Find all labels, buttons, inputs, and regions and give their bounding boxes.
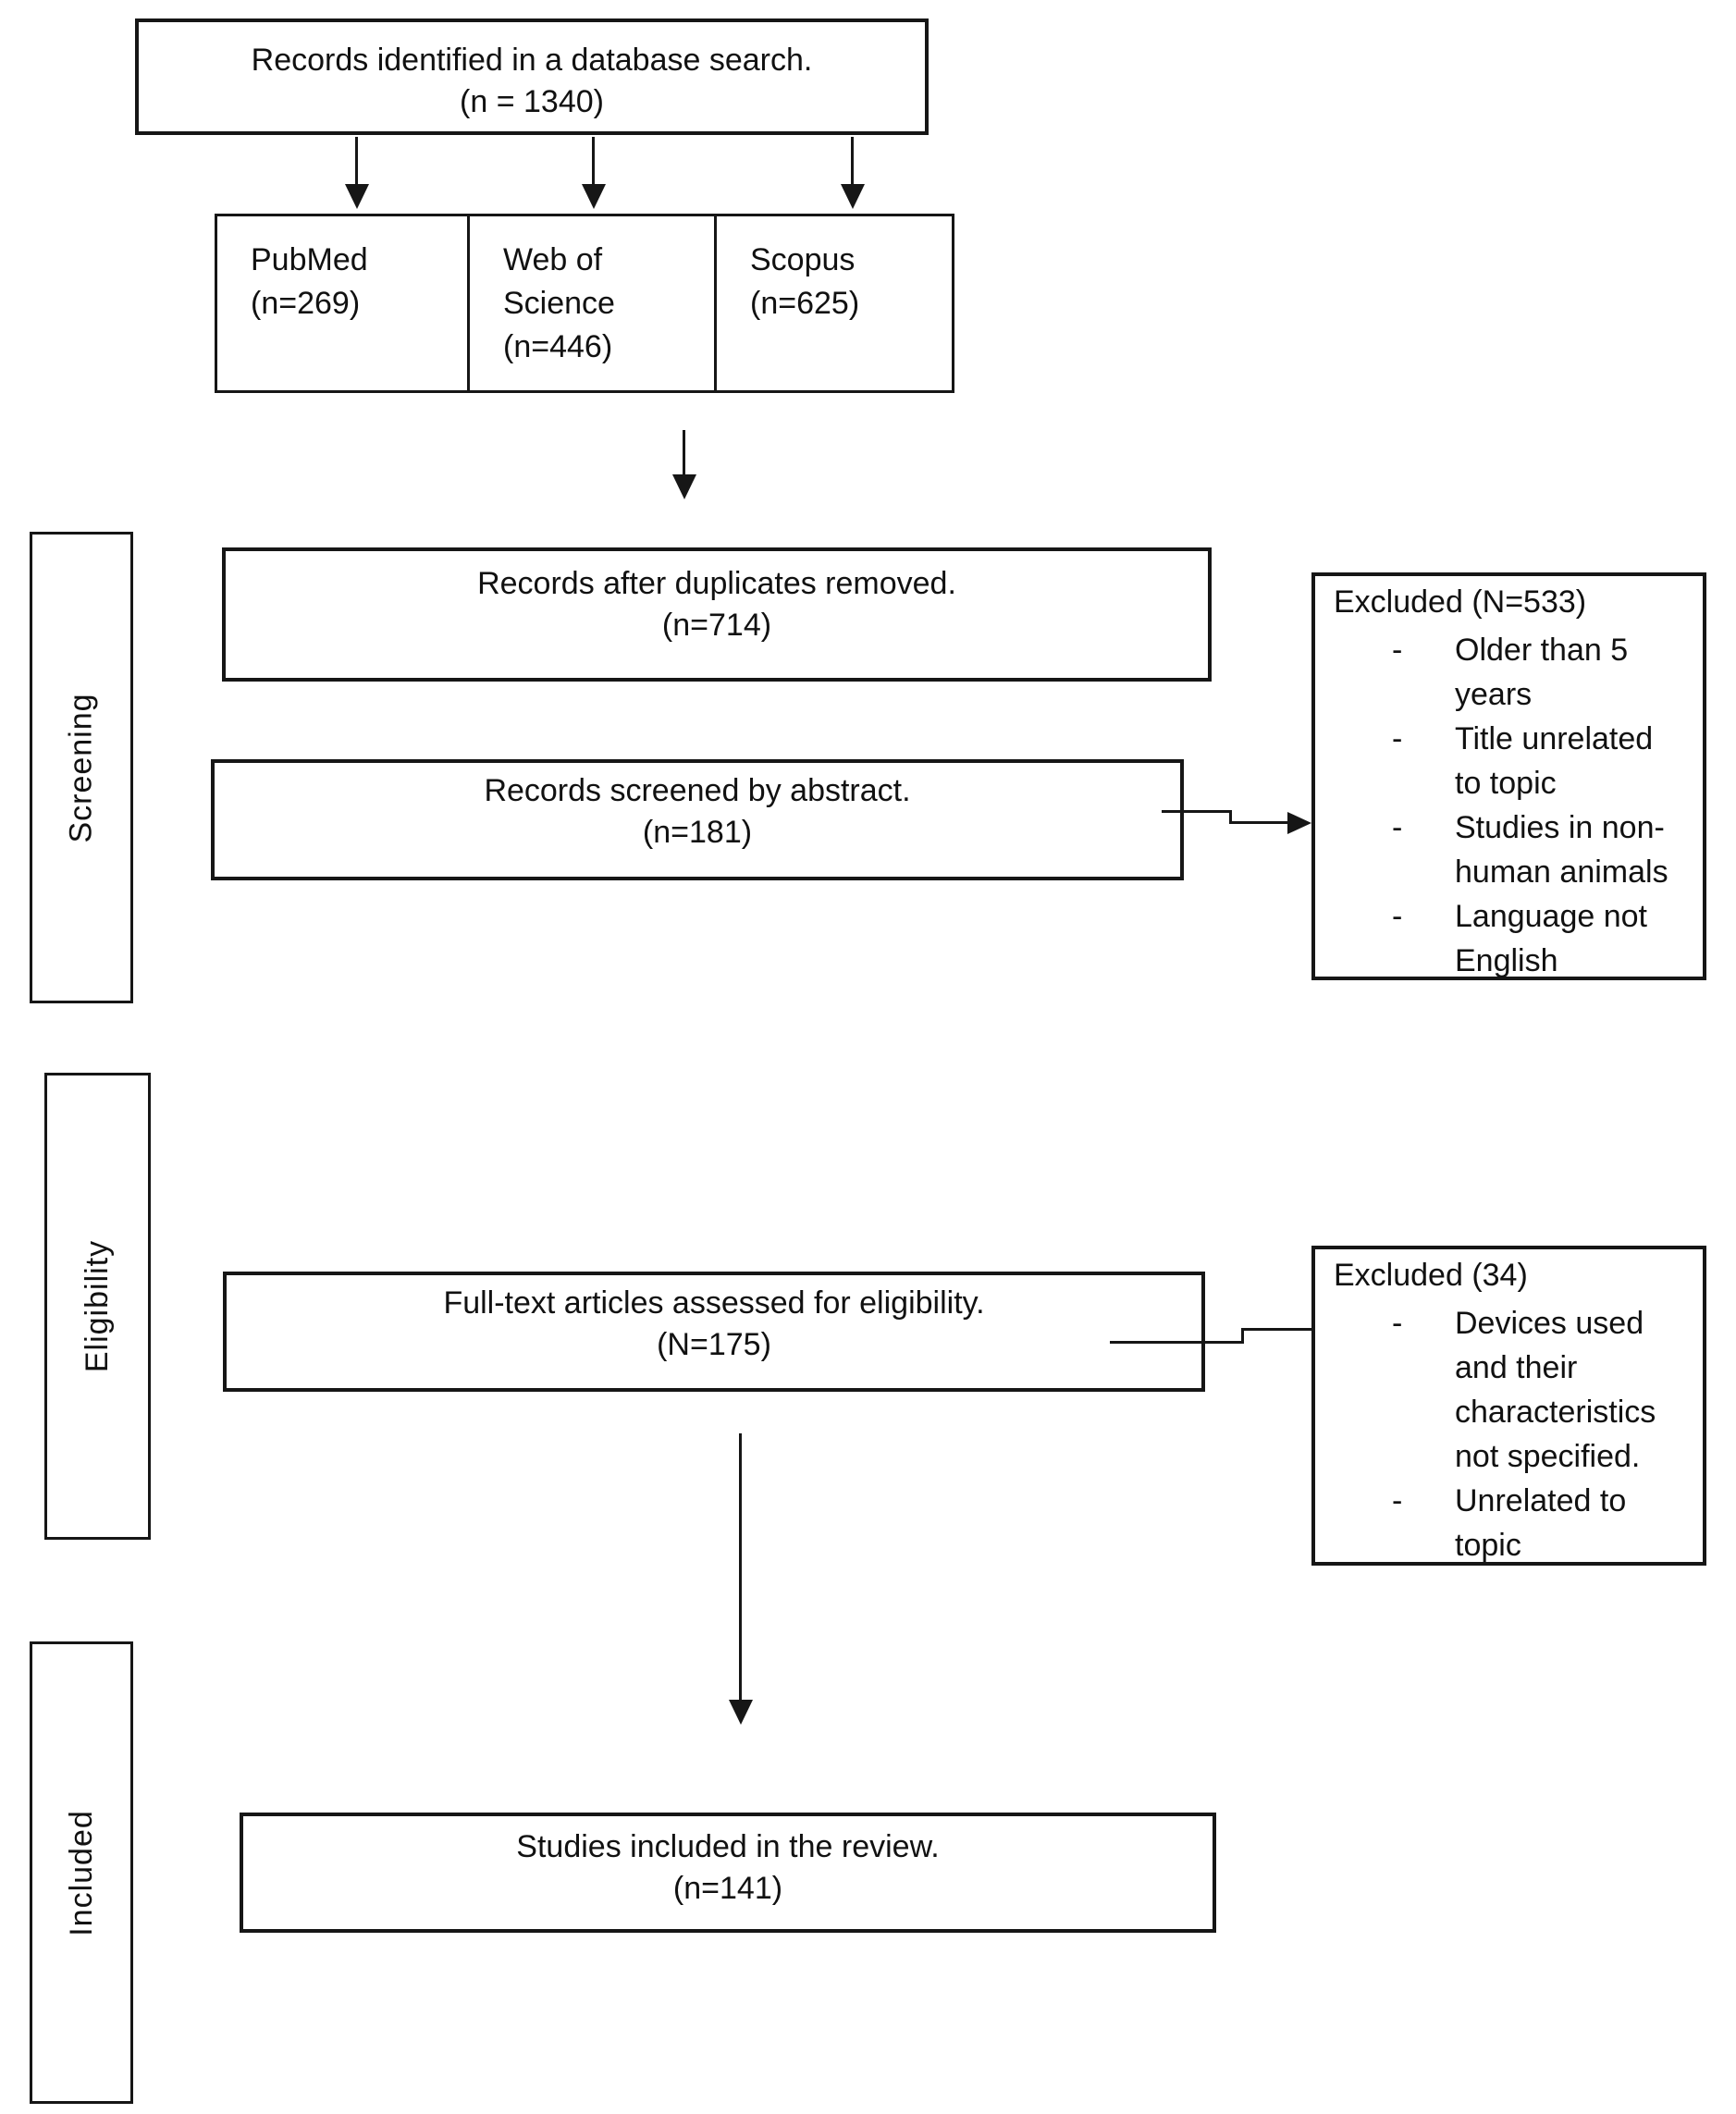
list-item-text: Studies in non-human animals <box>1455 810 1668 890</box>
arrow-head <box>345 184 369 209</box>
fulltext-assessed-count: (N=175) <box>657 1327 771 1362</box>
arrow-line <box>1110 1341 1244 1344</box>
list-item: - Unrelated to topic <box>1392 1479 1677 1567</box>
scopus-name: Scopus <box>750 242 856 277</box>
dash-marker: - <box>1392 721 1403 756</box>
arrow-head <box>672 474 696 499</box>
box-studies-included: Studies included in the review. (n=141) <box>240 1813 1216 1933</box>
box-fulltext-assessed: Full-text articles assessed for eligibil… <box>223 1272 1205 1392</box>
arrow-line <box>739 1433 742 1702</box>
web-of-science-count: (n=446) <box>503 329 613 364</box>
list-item-text: Language not English <box>1455 899 1647 978</box>
duplicates-removed-title: Records after duplicates removed. <box>477 566 956 601</box>
arrow-head <box>729 1700 753 1725</box>
studies-included-count: (n=141) <box>672 1871 783 1906</box>
records-identified-title: Records identified in a database search. <box>251 43 813 78</box>
dash-marker: - <box>1392 1483 1403 1518</box>
dash-marker: - <box>1392 1306 1403 1341</box>
list-item-text: Unrelated to topic <box>1455 1483 1627 1563</box>
box-duplicates-removed: Records after duplicates removed. (n=714… <box>222 547 1212 682</box>
stage-label-screening: Screening <box>63 692 99 843</box>
arrow-line <box>355 137 358 186</box>
list-item: - Studies in non-human animals <box>1392 805 1677 894</box>
box-excluded-screening: Excluded (N=533) - Older than 5 years - … <box>1311 572 1706 980</box>
arrow-line <box>592 137 595 186</box>
arrow-line <box>1229 810 1232 824</box>
box-database-sources: PubMed (n=269) Web of Science (n=446) Sc… <box>215 214 954 393</box>
stage-band-included: Included <box>30 1641 133 2104</box>
list-item: - Title unrelated to topic <box>1392 717 1677 805</box>
arrow-line <box>851 137 854 186</box>
web-of-science-name: Web of Science <box>503 242 615 321</box>
arrow-line <box>1229 821 1287 824</box>
pubmed-count: (n=269) <box>251 286 361 321</box>
arrow-line <box>683 430 685 476</box>
list-item: - Language not English <box>1392 894 1677 983</box>
arrow-line <box>1162 810 1232 813</box>
box-excluded-eligibility: Excluded (34) - Devices used and their c… <box>1311 1246 1706 1566</box>
box-screened-by-abstract: Records screened by abstract. (n=181) <box>211 759 1184 880</box>
excluded-eligibility-header: Excluded (34) <box>1334 1258 1528 1293</box>
list-item-text: Title unrelated to topic <box>1455 721 1654 801</box>
cell-scopus: Scopus (n=625) <box>717 216 952 390</box>
box-records-identified: Records identified in a database search.… <box>135 18 929 135</box>
stage-label-included: Included <box>63 1809 99 1936</box>
arrow-head <box>1287 812 1311 834</box>
list-item: - Older than 5 years <box>1392 628 1677 717</box>
fulltext-assessed-title: Full-text articles assessed for eligibil… <box>443 1285 985 1321</box>
list-item: - Devices used and their characteristics… <box>1392 1301 1677 1479</box>
pubmed-name: PubMed <box>251 242 368 277</box>
excluded-screening-list: - Older than 5 years - Title unrelated t… <box>1315 628 1703 983</box>
arrow-head <box>582 184 606 209</box>
excluded-eligibility-list: - Devices used and their characteristics… <box>1315 1301 1703 1567</box>
dash-marker: - <box>1392 899 1403 934</box>
cell-pubmed: PubMed (n=269) <box>217 216 470 390</box>
records-identified-count: (n = 1340) <box>460 84 604 119</box>
screened-abstract-count: (n=181) <box>642 815 753 850</box>
arrow-line <box>1241 1328 1244 1344</box>
stage-band-screening: Screening <box>30 532 133 1003</box>
dash-marker: - <box>1392 633 1403 668</box>
stage-band-eligibility: Eligibility <box>44 1073 151 1540</box>
studies-included-title: Studies included in the review. <box>516 1829 940 1864</box>
scopus-count: (n=625) <box>750 286 860 321</box>
excluded-screening-header: Excluded (N=533) <box>1334 584 1587 620</box>
cell-web-of-science: Web of Science (n=446) <box>470 216 717 390</box>
duplicates-removed-count: (n=714) <box>661 608 772 643</box>
arrow-head <box>841 184 865 209</box>
screened-abstract-title: Records screened by abstract. <box>484 773 911 808</box>
dash-marker: - <box>1392 810 1403 845</box>
arrow-line <box>1241 1328 1332 1331</box>
list-item-text: Older than 5 years <box>1455 633 1629 712</box>
list-item-text: Devices used and their characteristics n… <box>1455 1306 1656 1474</box>
stage-label-eligibility: Eligibility <box>80 1239 116 1373</box>
